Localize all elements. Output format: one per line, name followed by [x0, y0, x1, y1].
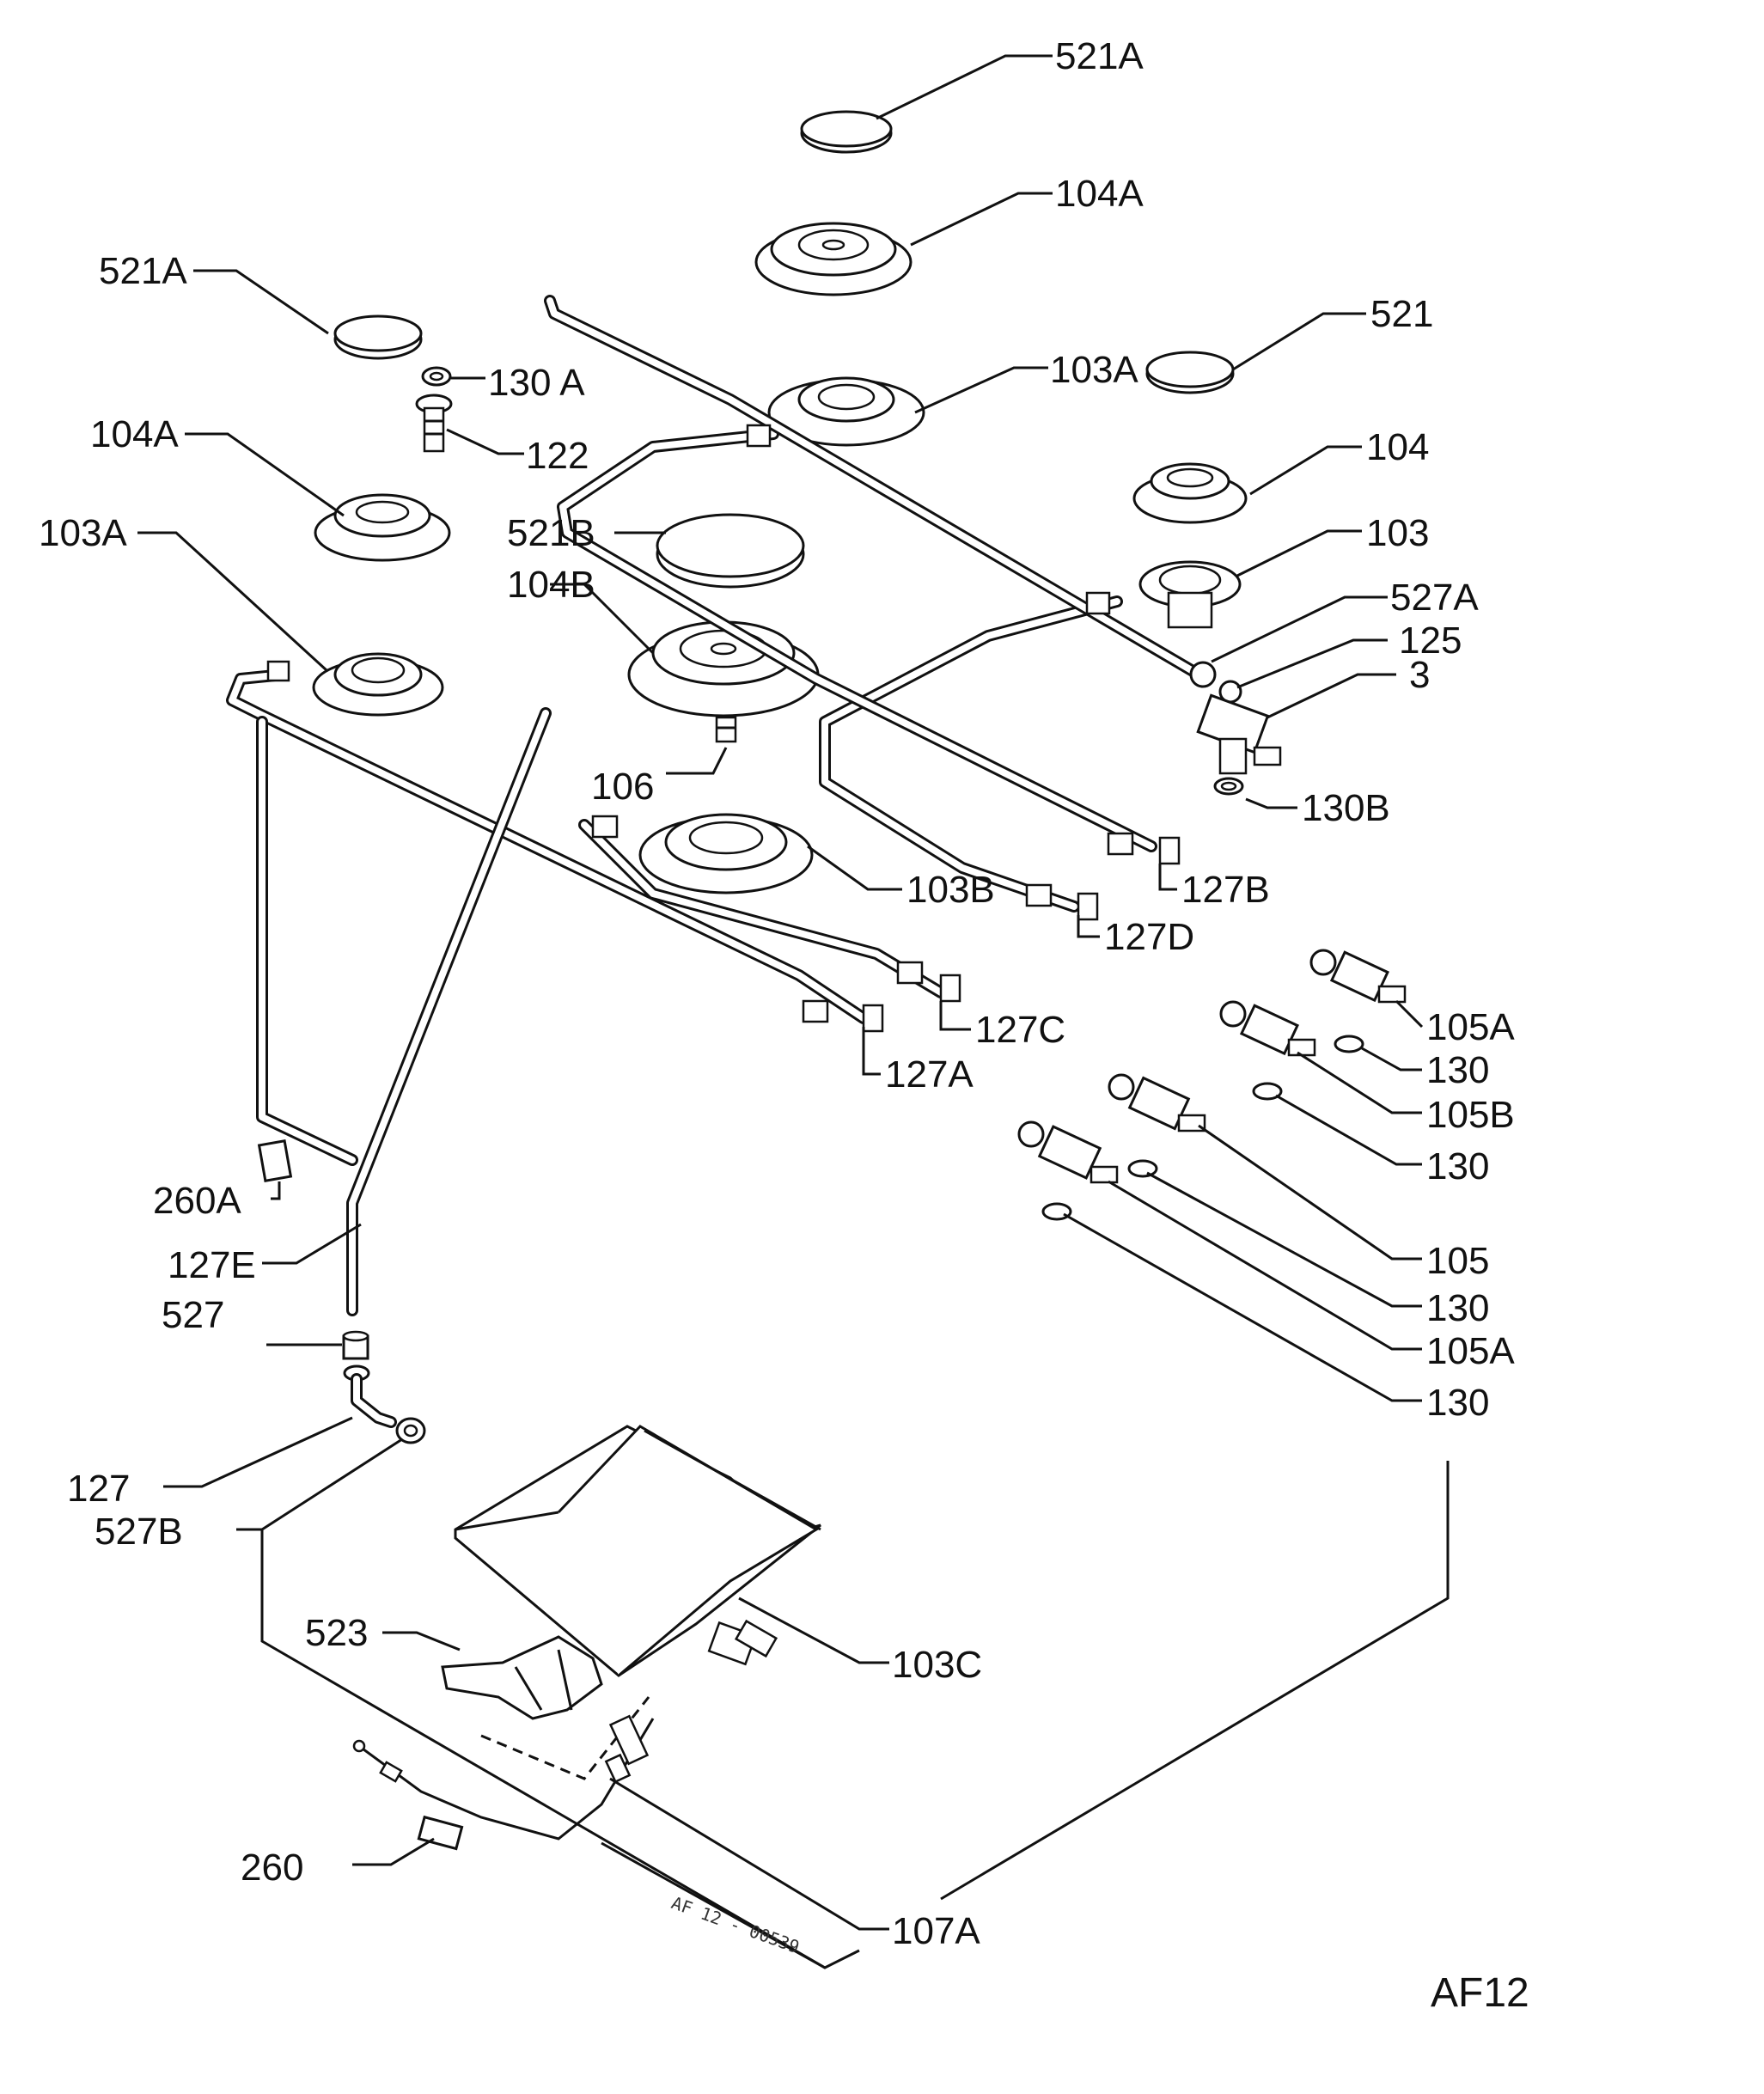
label-104a-left: 104A: [90, 413, 179, 455]
part-3-valve: [1189, 661, 1282, 775]
part-122-jet: [415, 394, 453, 453]
part-527-nut: [342, 1330, 369, 1360]
part-103-base: [1138, 560, 1242, 629]
label-103a-mid: 103A: [1050, 349, 1138, 391]
label-127d: 127D: [1104, 916, 1194, 958]
label-527: 527: [162, 1294, 224, 1336]
label-3: 3: [1409, 654, 1430, 696]
label-130-4: 130: [1426, 1382, 1489, 1424]
part-labels: 521A 104A 521A 130 A 521 103A 104A 122 1…: [39, 35, 1529, 2016]
leader-lines: [137, 54, 1450, 1969]
label-127b: 127B: [1181, 869, 1270, 911]
part-105a-top-valve: [1309, 949, 1407, 1004]
part-523-bracket: [441, 1635, 650, 1780]
part-260a-clip: [257, 1139, 293, 1183]
part-106-injector: [715, 716, 737, 743]
part-104a-left-crown: [314, 493, 451, 562]
part-130b-ring: [1213, 777, 1244, 796]
label-125: 125: [1399, 620, 1462, 662]
part-105a-bottom-valve: [1017, 1120, 1119, 1184]
part-521a-top-cap: [800, 110, 893, 154]
part-105b-valve: [1219, 1000, 1316, 1057]
label-104: 104: [1366, 426, 1429, 468]
label-130a: 130 A: [488, 362, 585, 404]
part-103b-large-base: [638, 813, 814, 894]
label-105a-bottom: 105A: [1426, 1330, 1515, 1372]
label-105b: 105B: [1426, 1094, 1515, 1136]
label-105: 105: [1426, 1240, 1489, 1282]
part-521-cap: [1145, 351, 1235, 394]
drawing-stamp: AF 12 - 00539: [668, 1892, 802, 1957]
label-130-1: 130: [1426, 1049, 1489, 1091]
label-521a-left: 521A: [99, 250, 187, 292]
part-521b-large-cap: [656, 513, 805, 589]
label-103a-left: 103A: [39, 512, 127, 554]
label-527a: 527A: [1390, 577, 1479, 619]
label-103b: 103B: [906, 869, 995, 911]
label-122: 122: [526, 435, 589, 477]
part-127-elbow: [343, 1364, 397, 1428]
label-104b: 104B: [507, 564, 595, 606]
label-521a-top: 521A: [1055, 35, 1144, 77]
label-127c: 127C: [975, 1009, 1065, 1051]
label-107a: 107A: [892, 1910, 980, 1952]
label-103c: 103C: [892, 1644, 982, 1686]
label-105a-top: 105A: [1426, 1006, 1515, 1048]
label-130-2: 130: [1426, 1145, 1489, 1187]
label-127e: 127E: [168, 1244, 256, 1286]
label-521: 521: [1370, 293, 1433, 335]
part-103a-left-base: [312, 652, 444, 717]
label-523: 523: [305, 1612, 368, 1654]
label-103: 103: [1366, 512, 1429, 554]
part-103c-oven-burner: [454, 1425, 821, 1677]
part-527b-nut: [395, 1417, 426, 1444]
tube-fittings: [266, 424, 1181, 1033]
part-103a-mid-base: [767, 376, 925, 447]
label-527b: 527B: [95, 1511, 183, 1553]
part-104-crown: [1132, 462, 1248, 524]
label-521b: 521B: [507, 512, 595, 554]
page-code: AF12: [1431, 1970, 1529, 2016]
part-130a-ring: [421, 366, 452, 387]
label-127a: 127A: [885, 1053, 974, 1096]
part-107a-thermocouple-end: [352, 1739, 632, 1784]
label-260a: 260A: [153, 1180, 241, 1222]
part-104a-top-crown: [754, 222, 913, 296]
part-105-valve: [1108, 1073, 1206, 1132]
gas-tubes: [226, 295, 1205, 1841]
label-130-3: 130: [1426, 1287, 1489, 1329]
label-104a-top: 104A: [1055, 173, 1144, 215]
label-260: 260: [241, 1847, 303, 1889]
part-521a-left-cap: [333, 314, 423, 360]
label-130b: 130B: [1302, 787, 1390, 829]
label-106: 106: [591, 766, 654, 808]
label-127: 127: [67, 1468, 130, 1510]
